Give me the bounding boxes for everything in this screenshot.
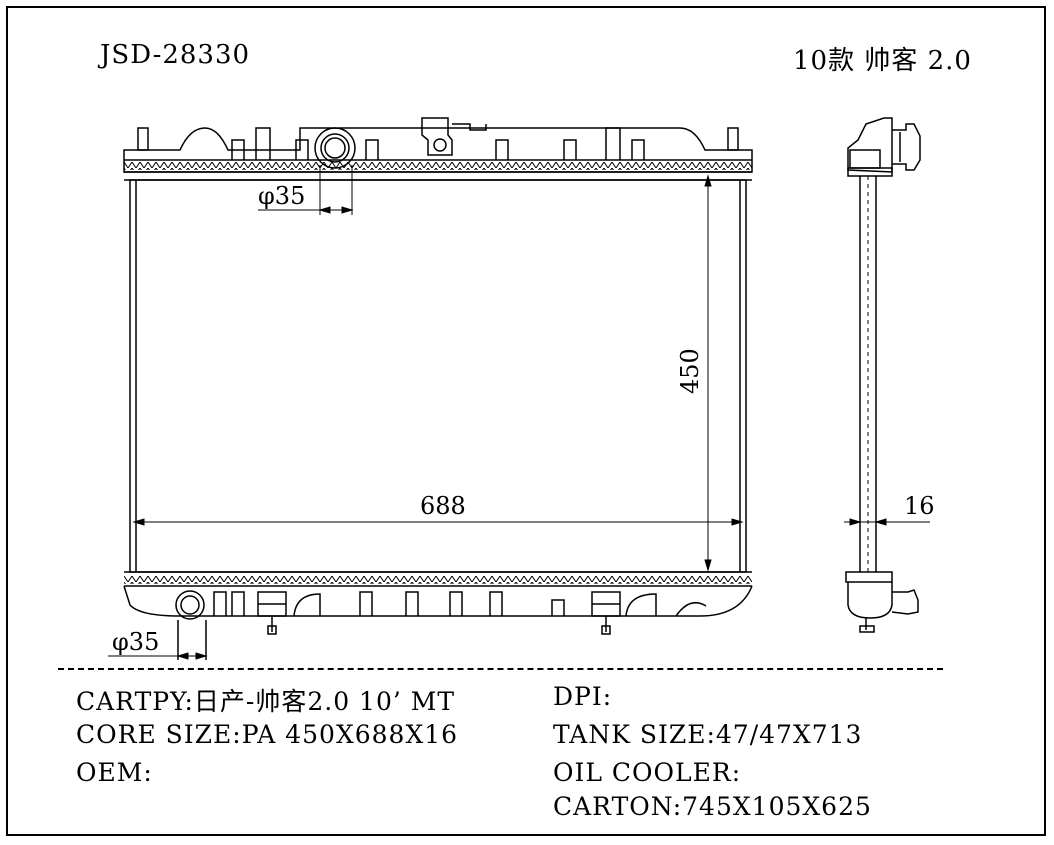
outlet-diameter-label: φ35 [112, 628, 160, 656]
spec-value: 47/47X713 [715, 720, 863, 749]
spec-label: CORE SIZE: [76, 720, 242, 749]
spec-row: CARTON:745X105X625 [553, 792, 872, 821]
spec-label: OEM: [76, 758, 153, 787]
spec-value: 745X105X625 [682, 792, 872, 821]
model-title: 10款 帅客 2.0 [793, 46, 972, 76]
front-view [123, 117, 753, 660]
spec-row: OEM: [76, 758, 153, 787]
spec-row: CORE SIZE:PA 450X688X16 [76, 720, 458, 749]
spec-label: CARTPY: [76, 687, 194, 716]
core-thickness-label: 16 [904, 492, 935, 520]
spec-label: OIL COOLER: [553, 758, 742, 787]
spec-label: DPI: [553, 682, 613, 711]
side-view [845, 117, 921, 633]
part-number: JSD-28330 [100, 40, 251, 70]
spec-row: TANK SIZE:47/47X713 [553, 720, 862, 749]
drawing-frame [6, 6, 1046, 836]
core-height-label: 450 [676, 348, 704, 394]
spec-row: CARTPY:日产-帅客2.0 10’ MT [76, 682, 455, 718]
core-width-label: 688 [420, 492, 466, 520]
dimension-lines [108, 165, 930, 660]
spec-row: OIL COOLER: [553, 758, 741, 787]
spec-label: TANK SIZE: [553, 720, 716, 749]
spec-value: 日产-帅客2.0 10’ MT [193, 687, 456, 716]
spec-label: CARTON: [553, 792, 683, 821]
top-tank [123, 117, 753, 181]
section-divider [58, 668, 943, 670]
spec-value: PA 450X688X16 [241, 720, 459, 749]
inlet-diameter-label: φ35 [258, 182, 306, 210]
bottom-tank [123, 571, 753, 660]
spec-row: DPI: [553, 682, 612, 711]
